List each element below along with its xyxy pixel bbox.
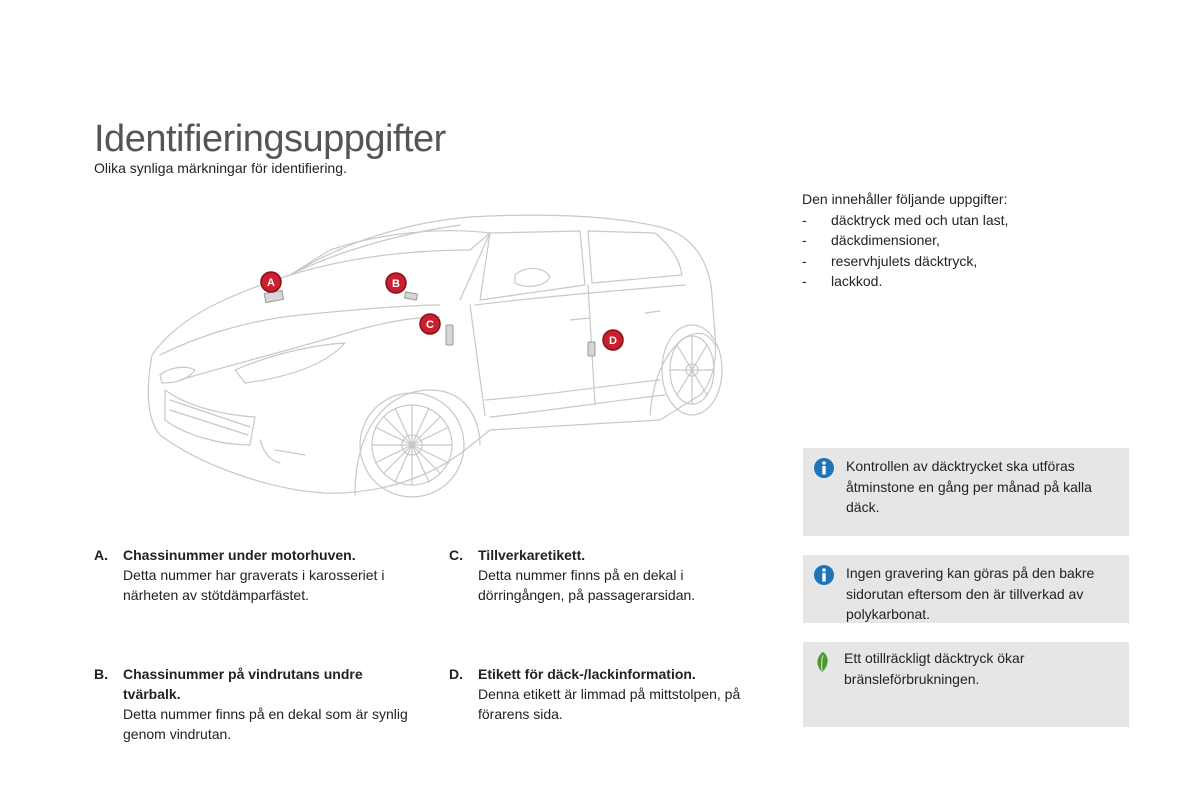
item-description: Detta nummer finns på en dekal som är sy… bbox=[123, 706, 408, 742]
item-d: D. Etikett för däck-/lackinformation. De… bbox=[449, 664, 769, 724]
item-heading: Chassinummer under motorhuven. bbox=[123, 547, 356, 563]
note-fuel: Ett otillräckligt däcktryck ökar bränsle… bbox=[803, 642, 1129, 727]
item-letter: A. bbox=[94, 547, 108, 563]
item-heading: Etikett för däck-/lackinformation. bbox=[478, 666, 696, 682]
svg-text:D: D bbox=[609, 335, 617, 347]
note-text: Ett otillräckligt däcktryck ökar bränsle… bbox=[844, 650, 1025, 687]
item-description: Denna etikett är limmad på mittstolpen, … bbox=[478, 686, 741, 722]
info-icon bbox=[814, 565, 834, 585]
marker-b: B bbox=[385, 272, 407, 294]
item-heading: Tillverkaretikett. bbox=[478, 547, 586, 563]
svg-text:B: B bbox=[392, 278, 400, 290]
item-description: Detta nummer finns på en dekal i dörring… bbox=[478, 567, 696, 603]
note-tire-check: Kontrollen av däcktrycket ska utföras åt… bbox=[803, 448, 1129, 536]
item-a: A. Chassinummer under motorhuven. Detta … bbox=[94, 545, 414, 605]
list-item: -däcktryck med och utan last, bbox=[802, 211, 1009, 228]
marker-a: A bbox=[260, 271, 282, 293]
note-text: Ingen gravering kan göras på den bakre s… bbox=[846, 565, 1095, 622]
info-icon bbox=[814, 458, 834, 478]
item-letter: B. bbox=[94, 666, 108, 682]
list-item: -däckdimensioner, bbox=[802, 232, 940, 248]
page-title: Identifieringsuppgifter bbox=[94, 118, 446, 160]
item-c: C. Tillverkaretikett. Detta nummer finns… bbox=[449, 545, 769, 605]
page-subtitle: Olika synliga märkningar för identifieri… bbox=[94, 160, 347, 176]
marker-d: D bbox=[602, 329, 624, 351]
tire-info-list: Den innehåller följande uppgifter: -däck… bbox=[802, 189, 1008, 292]
list-item: -reservhjulets däcktryck, bbox=[802, 252, 978, 269]
item-heading: Chassinummer på vindrutans undre tvärbal… bbox=[123, 666, 363, 702]
item-description: Detta nummer har graverats i karosseriet… bbox=[123, 567, 385, 603]
svg-text:A: A bbox=[267, 277, 275, 289]
svg-text:C: C bbox=[426, 319, 434, 331]
list-item: -lackkod. bbox=[802, 273, 883, 289]
car-illustration: A B C D bbox=[147, 214, 723, 498]
marker-c: C bbox=[419, 313, 441, 335]
item-letter: C. bbox=[449, 547, 463, 563]
item-letter: D. bbox=[449, 666, 463, 682]
note-text: Kontrollen av däcktrycket ska utföras åt… bbox=[846, 458, 1092, 515]
item-b: B. Chassinummer på vindrutans undre tvär… bbox=[94, 664, 414, 744]
tire-info-intro: Den innehåller följande uppgifter: bbox=[802, 191, 1008, 207]
note-engraving: Ingen gravering kan göras på den bakre s… bbox=[803, 555, 1129, 623]
eco-leaf-icon bbox=[817, 651, 828, 673]
